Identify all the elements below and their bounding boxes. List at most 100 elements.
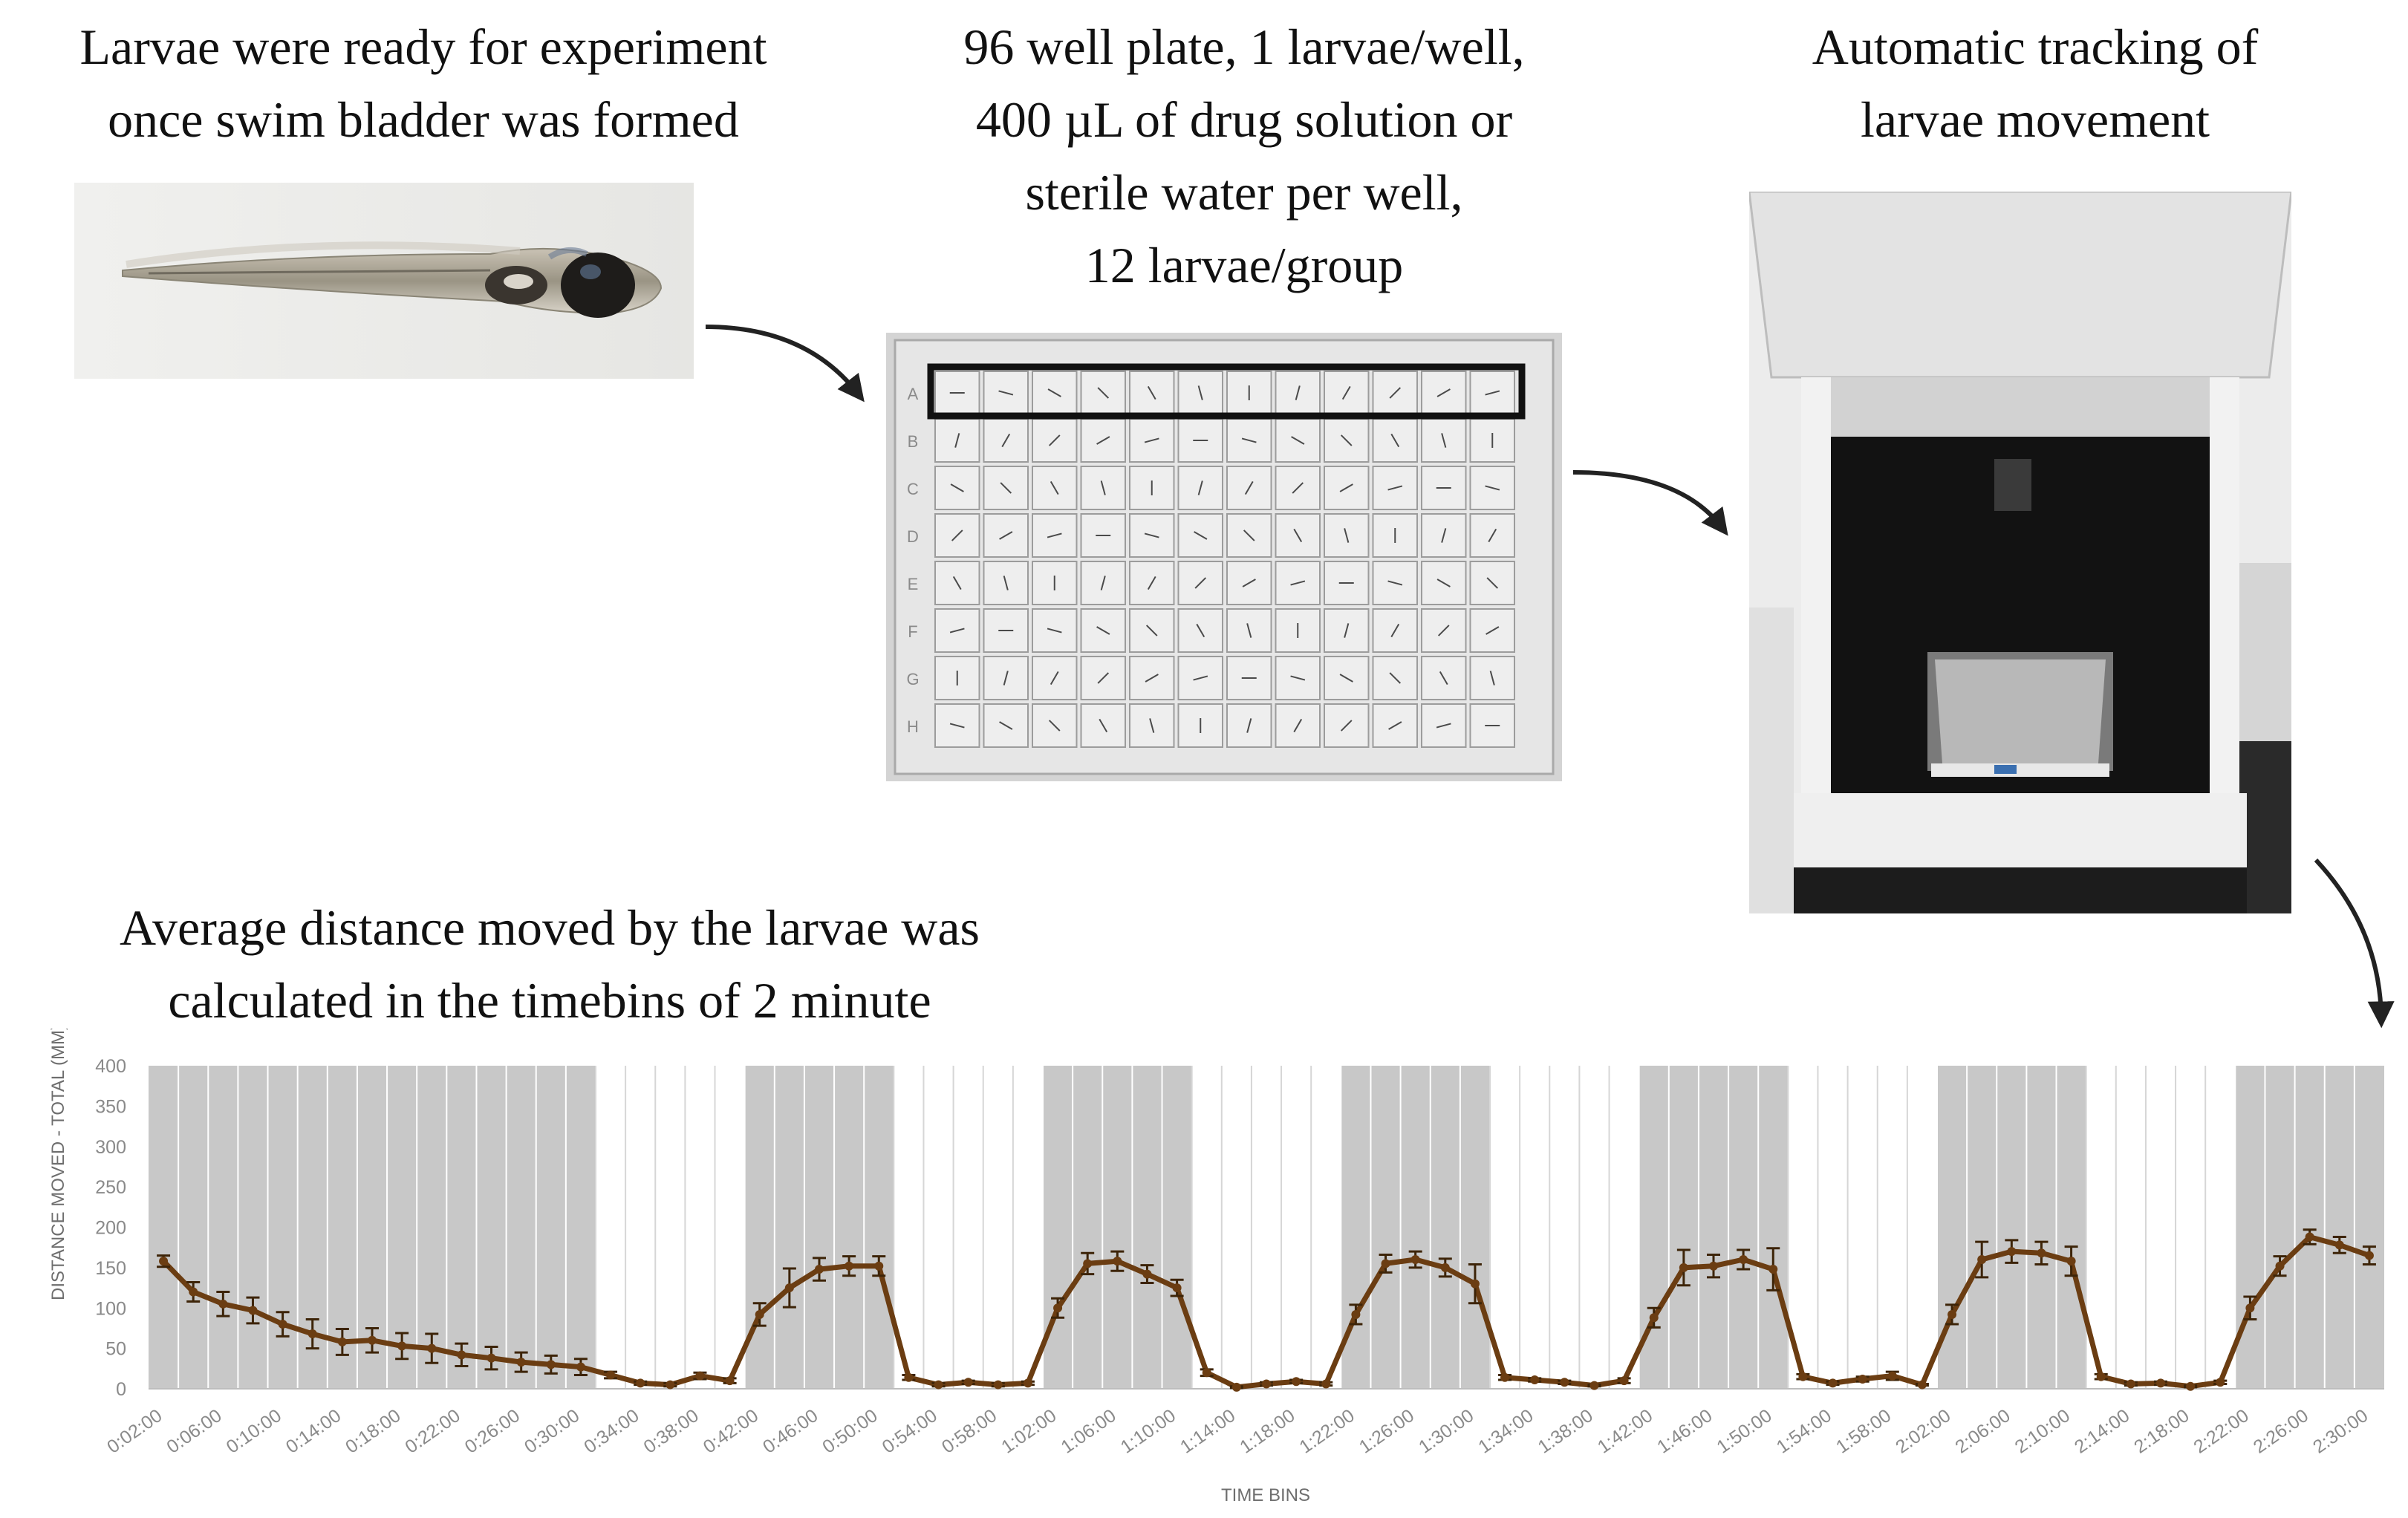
light-phase-band	[596, 1066, 745, 1389]
plate-row-label: B	[908, 432, 919, 451]
data-point	[2096, 1372, 2106, 1381]
data-point	[2156, 1378, 2165, 1388]
data-point	[1262, 1379, 1271, 1389]
dark-phase-band	[744, 1066, 894, 1389]
plate-well	[1226, 418, 1272, 463]
data-point	[576, 1362, 585, 1372]
caption-line: 12 larvae/group	[1084, 237, 1404, 293]
x-tick-label: 1:34:00	[1474, 1405, 1537, 1458]
plate-well	[1372, 561, 1418, 605]
x-axis-title: TIME BINS	[1221, 1485, 1310, 1505]
light-phase-band	[2086, 1066, 2236, 1389]
data-point	[2275, 1261, 2285, 1271]
x-tick-label: 2:10:00	[2011, 1405, 2074, 1458]
plate-row-label: E	[908, 575, 919, 593]
plate-well	[1129, 656, 1175, 700]
data-point	[1083, 1259, 1093, 1268]
x-tick-label: 1:46:00	[1653, 1405, 1716, 1458]
plate-well	[1421, 608, 1467, 653]
data-point	[1649, 1313, 1659, 1323]
x-tick-label: 1:06:00	[1057, 1405, 1119, 1458]
plate-well	[1469, 608, 1515, 653]
data-point	[1947, 1309, 1957, 1319]
plate-well	[1324, 656, 1370, 700]
x-tick-label: 2:18:00	[2130, 1405, 2193, 1458]
plate-well	[1324, 466, 1370, 510]
y-tick-label: 0	[116, 1379, 126, 1400]
x-axis: 0:02:000:06:000:10:000:14:000:18:000:22:…	[103, 1405, 2372, 1458]
x-tick-label: 1:14:00	[1177, 1405, 1239, 1458]
x-tick-label: 0:10:00	[223, 1405, 285, 1458]
plate-well	[1469, 418, 1515, 463]
plate-well	[1275, 608, 1321, 653]
plate-well	[983, 608, 1029, 653]
plate-well	[1421, 561, 1467, 605]
plate-well	[1275, 371, 1321, 415]
data-point	[218, 1299, 228, 1309]
plate-well	[1129, 418, 1175, 463]
data-point	[934, 1380, 943, 1390]
data-point	[189, 1287, 198, 1297]
data-point	[1231, 1382, 1241, 1392]
x-tick-label: 0:58:00	[938, 1405, 1000, 1458]
plate-well	[1275, 703, 1321, 748]
x-tick-label: 1:22:00	[1295, 1405, 1358, 1458]
x-tick-label: 1:26:00	[1356, 1405, 1418, 1458]
data-point	[248, 1306, 258, 1315]
y-tick-label: 400	[95, 1056, 126, 1077]
data-point	[636, 1378, 645, 1388]
phase-bands	[149, 1066, 2384, 1390]
x-tick-label: 0:14:00	[282, 1405, 345, 1458]
data-point	[1887, 1371, 1897, 1381]
plate-well	[1421, 656, 1467, 700]
plate-row-label: H	[907, 717, 919, 736]
plate-well	[1080, 561, 1126, 605]
x-tick-label: 1:42:00	[1594, 1405, 1656, 1458]
plate-row-label: G	[906, 670, 919, 688]
data-point	[784, 1283, 794, 1293]
arrow-fish-to-plate	[705, 325, 865, 403]
data-point	[1679, 1263, 1688, 1272]
plate-well	[1226, 513, 1272, 558]
x-tick-label: 0:22:00	[401, 1405, 463, 1458]
data-point	[1589, 1381, 1599, 1390]
plate-well	[1177, 703, 1223, 748]
plate-well	[1324, 418, 1370, 463]
plate-well	[1372, 608, 1418, 653]
light-phase-band	[894, 1066, 1043, 1389]
x-tick-label: 0:06:00	[163, 1405, 225, 1458]
plate-well	[1177, 608, 1223, 653]
plate-row-label: F	[908, 622, 917, 641]
data-point	[845, 1261, 854, 1271]
data-point	[1321, 1379, 1331, 1389]
plate-well	[1129, 513, 1175, 558]
data-point	[1619, 1376, 1629, 1386]
plate-well	[983, 703, 1029, 748]
caption-line: Average distance moved by the larvae was	[119, 899, 980, 956]
plate-well	[1177, 656, 1223, 700]
data-point	[1768, 1265, 1778, 1274]
data-point	[1202, 1368, 1211, 1378]
caption-line: Larvae were ready for experiment	[79, 19, 767, 75]
plate-well	[1226, 703, 1272, 748]
plate-well	[1421, 513, 1467, 558]
tracking-device-photo	[1749, 192, 2291, 913]
dark-phase-band	[1937, 1066, 2086, 1389]
plate-well	[1421, 466, 1467, 510]
data-point	[1292, 1377, 1301, 1387]
plate-well	[1324, 608, 1370, 653]
data-point	[874, 1261, 884, 1271]
plate-well	[1080, 656, 1126, 700]
data-point	[2126, 1379, 2135, 1389]
x-tick-label: 0:26:00	[461, 1405, 524, 1458]
x-tick-label: 0:42:00	[700, 1405, 762, 1458]
plate-well	[1324, 513, 1370, 558]
caption-well-plate: 96 well plate, 1 larvae/well, 400 µL of …	[873, 10, 1615, 302]
plate-well	[1080, 466, 1126, 510]
data-point	[1500, 1372, 1510, 1382]
plate-row-label: D	[907, 527, 919, 546]
data-point	[1381, 1259, 1390, 1268]
plate-well	[1032, 466, 1078, 510]
plate-well	[1032, 371, 1078, 415]
